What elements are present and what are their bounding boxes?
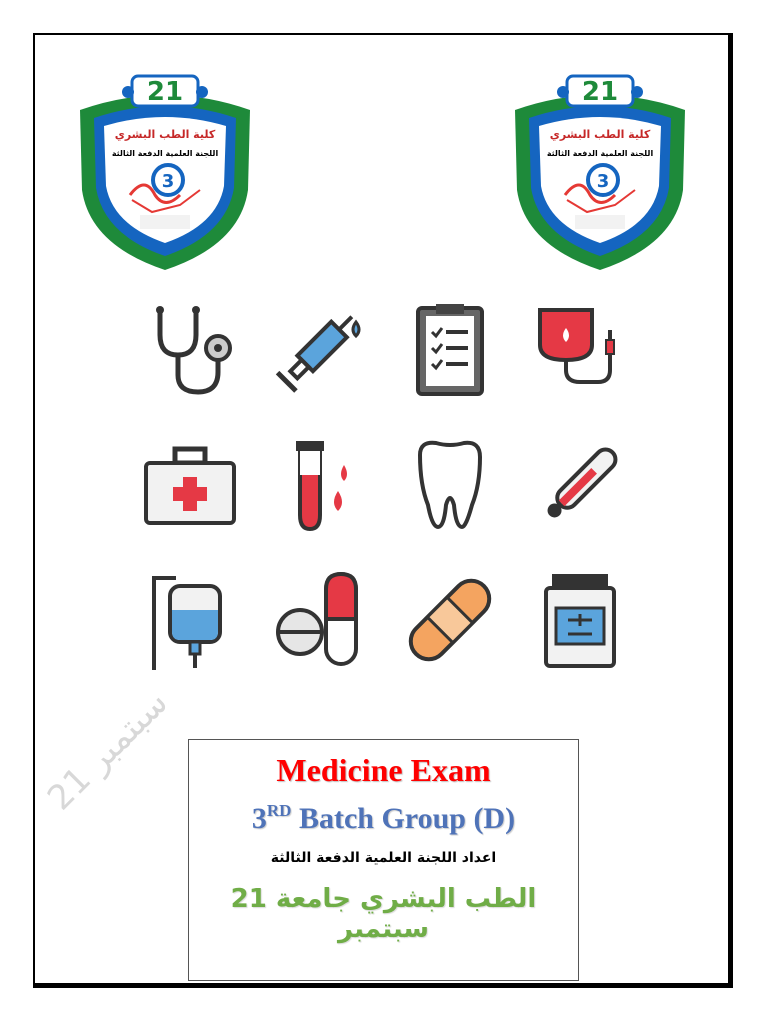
blood-bag-icon [538, 308, 615, 384]
logo-college: كلية الطب البشري [115, 128, 216, 141]
thermometer-icon [547, 447, 618, 518]
logo-committee: اللجنة العلمية الدفعة الثالثة [547, 149, 654, 158]
medicine-jar-icon [544, 574, 616, 668]
stethoscope-icon [156, 306, 232, 395]
logo-month: SEPTEMBER [580, 111, 621, 118]
exam-title: Medicine Exam [276, 752, 491, 788]
logo-month: SEPTEMBER [145, 111, 186, 118]
first-aid-kit-icon [144, 446, 236, 525]
batch-ordinal: 3 [251, 802, 267, 835]
university-logo-right: 21 SEPTEMBER كلية الطب البشري اللجنة الع… [515, 74, 685, 270]
logo-batch-number: 3 [162, 171, 175, 192]
batch-suffix: RD [266, 801, 292, 820]
logo-number: 21 [582, 77, 618, 107]
prepared-by: اعداد اللجنة العلمية الدفعة الثالثة [270, 850, 497, 866]
university-logo-left: 21 SEPTEMBER كلية الطب البشري اللجنة الع… [80, 74, 250, 270]
logo-college: كلية الطب البشري [550, 128, 651, 141]
medical-icons-grid [120, 280, 650, 700]
tooth-icon [417, 440, 483, 530]
syringe-icon [275, 315, 361, 393]
college-line: الطب البشري جامعة 21 سبتمبر [230, 884, 537, 944]
clipboard-icon [416, 304, 484, 396]
batch-rest: Batch Group (D) [291, 802, 516, 835]
bandage-icon [408, 578, 492, 662]
pills-icon [276, 571, 358, 666]
iv-drip-icon [152, 576, 222, 670]
batch-title: 3RD Batch Group (D) [189, 801, 578, 836]
page-frame [33, 33, 733, 988]
logo-committee: اللجنة العلمية الدفعة الثالثة [112, 149, 219, 158]
logo-batch-number: 3 [597, 171, 610, 192]
logo-number: 21 [147, 77, 183, 107]
test-tube-icon [296, 441, 347, 532]
title-box: Medicine Exam 3RD Batch Group (D) اعداد … [188, 739, 579, 981]
